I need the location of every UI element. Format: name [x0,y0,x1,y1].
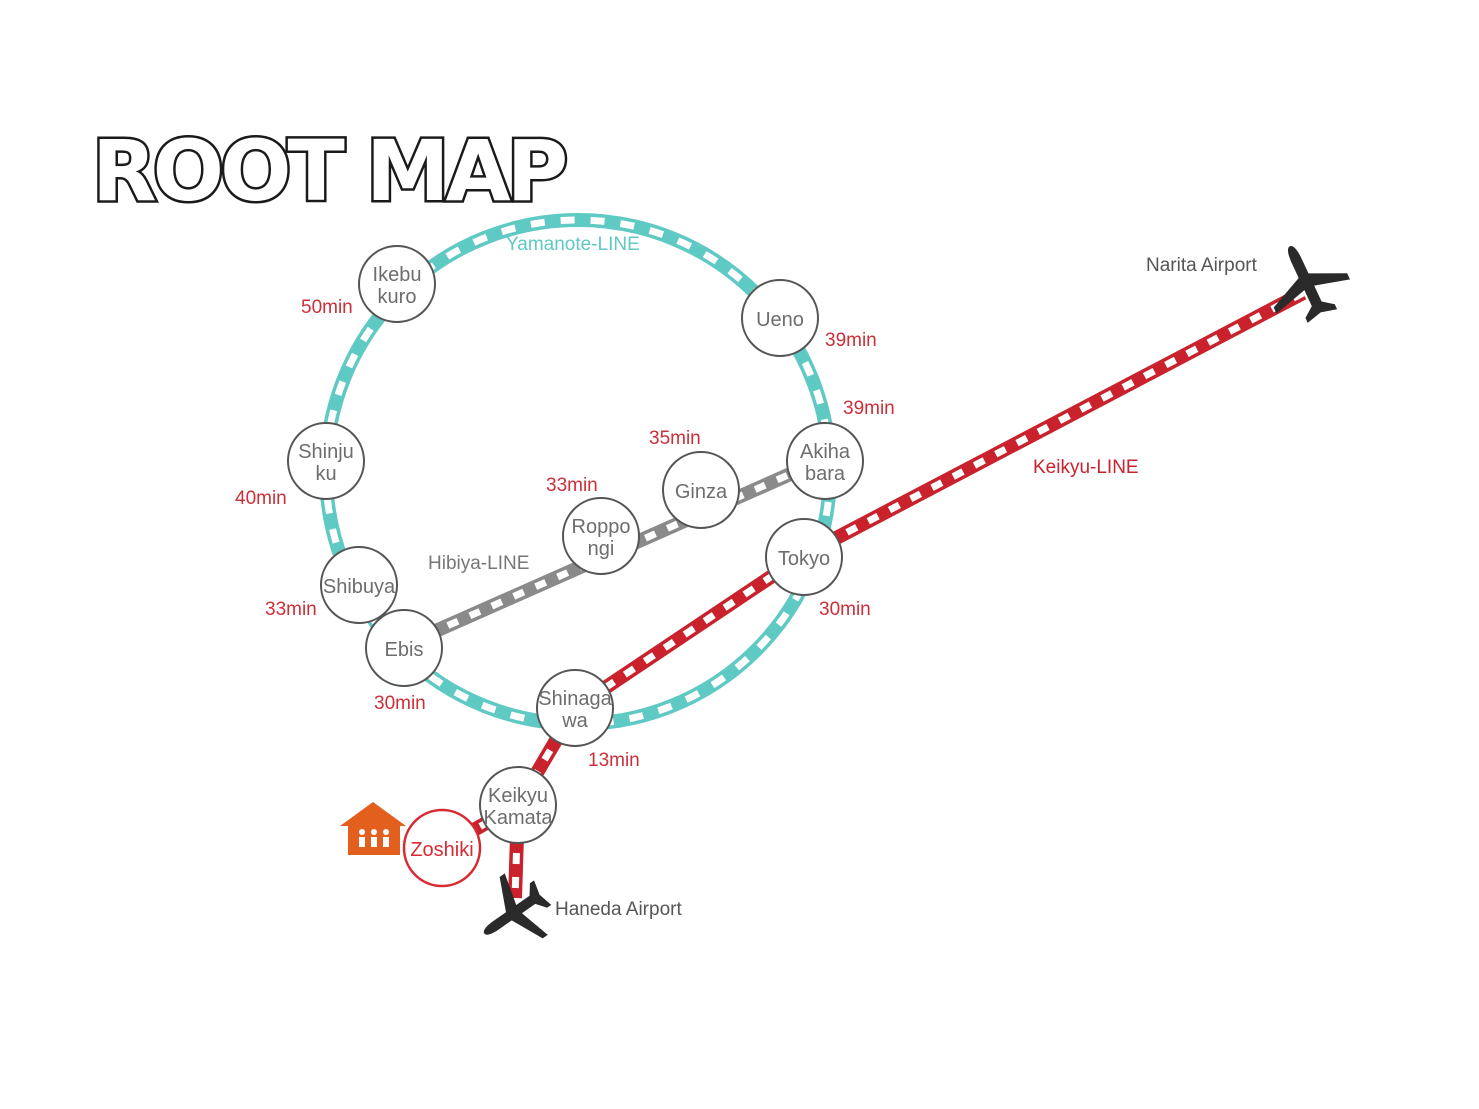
station-ueno: Ueno [741,279,819,357]
time-roppongi: 33min [546,475,598,496]
station-shibuya: Shibuya [320,546,398,624]
time-ebis: 30min [374,693,426,714]
svg-text:Ueno: Ueno [756,309,804,331]
svg-text:Ebis: Ebis [385,639,424,661]
yamanote-line-label: Yamanote-LINE [506,234,640,255]
svg-text:Zoshiki: Zoshiki [410,839,473,861]
hibiya-line-label: Hibiya-LINE [428,553,529,574]
station-ebis: Ebis [365,609,443,687]
svg-text:Tokyo: Tokyo [778,548,830,570]
airplane-icon [483,873,552,939]
time-ginza: 35min [649,428,701,449]
time-shinagawa: 13min [588,750,640,771]
haneda-airport-label: Haneda Airport [555,899,682,920]
map-title: ROOT MAP [92,122,566,220]
narita-airport-label: Narita Airport [1146,255,1258,276]
time-ueno: 39min [825,330,877,351]
station-tokyo: Tokyo [765,518,843,596]
time-ikebukuro: 50min [301,297,353,318]
airplane-icon [1273,246,1350,323]
time-tokyo: 30min [819,599,871,620]
time-shibuya: 33min [265,599,317,620]
house-icon [340,802,406,855]
station-ginza: Ginza [662,451,740,529]
time-shinjuku: 40min [235,488,287,509]
time-akihabara: 39min [843,398,895,419]
keikyu-line [438,286,1307,899]
svg-text:Shibuya: Shibuya [323,576,396,598]
station-zoshiki: Zoshiki [402,808,482,888]
keikyu-line-label: Keikyu-LINE [1033,457,1139,478]
svg-text:Ginza: Ginza [675,481,728,503]
